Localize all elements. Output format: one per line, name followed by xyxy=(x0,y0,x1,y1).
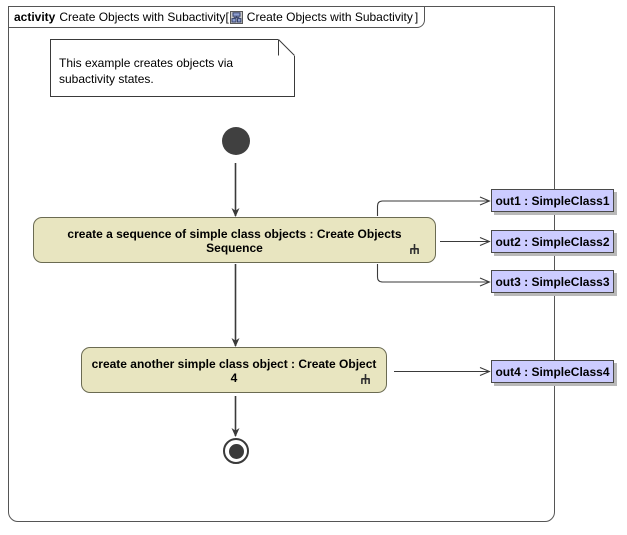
note-fold-icon xyxy=(278,39,295,56)
frame-bracket-label: Create Objects with Subactivity xyxy=(246,10,413,24)
initial-node[interactable] xyxy=(222,127,250,155)
object-node-out1[interactable]: out1 : SimpleClass1 xyxy=(491,189,614,212)
activity-diagram-icon xyxy=(229,10,243,24)
activity-frame-title: activity Create Objects with Subactivity… xyxy=(8,6,426,28)
final-node-inner xyxy=(228,443,244,459)
activity-node-create-object-4[interactable]: create another simple class object : Cre… xyxy=(81,347,387,393)
frame-keyword: activity xyxy=(14,10,56,24)
comment-note: This example creates objects via subacti… xyxy=(50,39,295,97)
subactivity-rake-icon xyxy=(408,243,421,256)
object-node-out4[interactable]: out4 : SimpleClass4 xyxy=(491,360,614,383)
object-node-out2[interactable]: out2 : SimpleClass2 xyxy=(491,230,614,253)
frame-bracket-close: ] xyxy=(414,10,419,24)
note-text: This example creates objects via subacti… xyxy=(59,56,234,86)
subactivity-rake-icon xyxy=(359,373,372,386)
frame-bracket-open: [ xyxy=(225,10,229,24)
object3-label: out3 : SimpleClass3 xyxy=(495,274,610,289)
activity2-label: create another simple class object : Cre… xyxy=(91,357,377,385)
object-node-out3[interactable]: out3 : SimpleClass3 xyxy=(491,270,614,293)
activity-final-node[interactable] xyxy=(223,438,249,464)
frame-name: Create Objects with Subactivity xyxy=(59,10,226,24)
note-body xyxy=(50,39,295,97)
object4-label: out4 : SimpleClass4 xyxy=(495,364,610,379)
object1-label: out1 : SimpleClass1 xyxy=(495,193,610,208)
activity1-label: create a sequence of simple class object… xyxy=(67,227,402,255)
activity-node-create-objects-sequence[interactable]: create a sequence of simple class object… xyxy=(33,217,436,263)
object2-label: out2 : SimpleClass2 xyxy=(495,234,610,249)
